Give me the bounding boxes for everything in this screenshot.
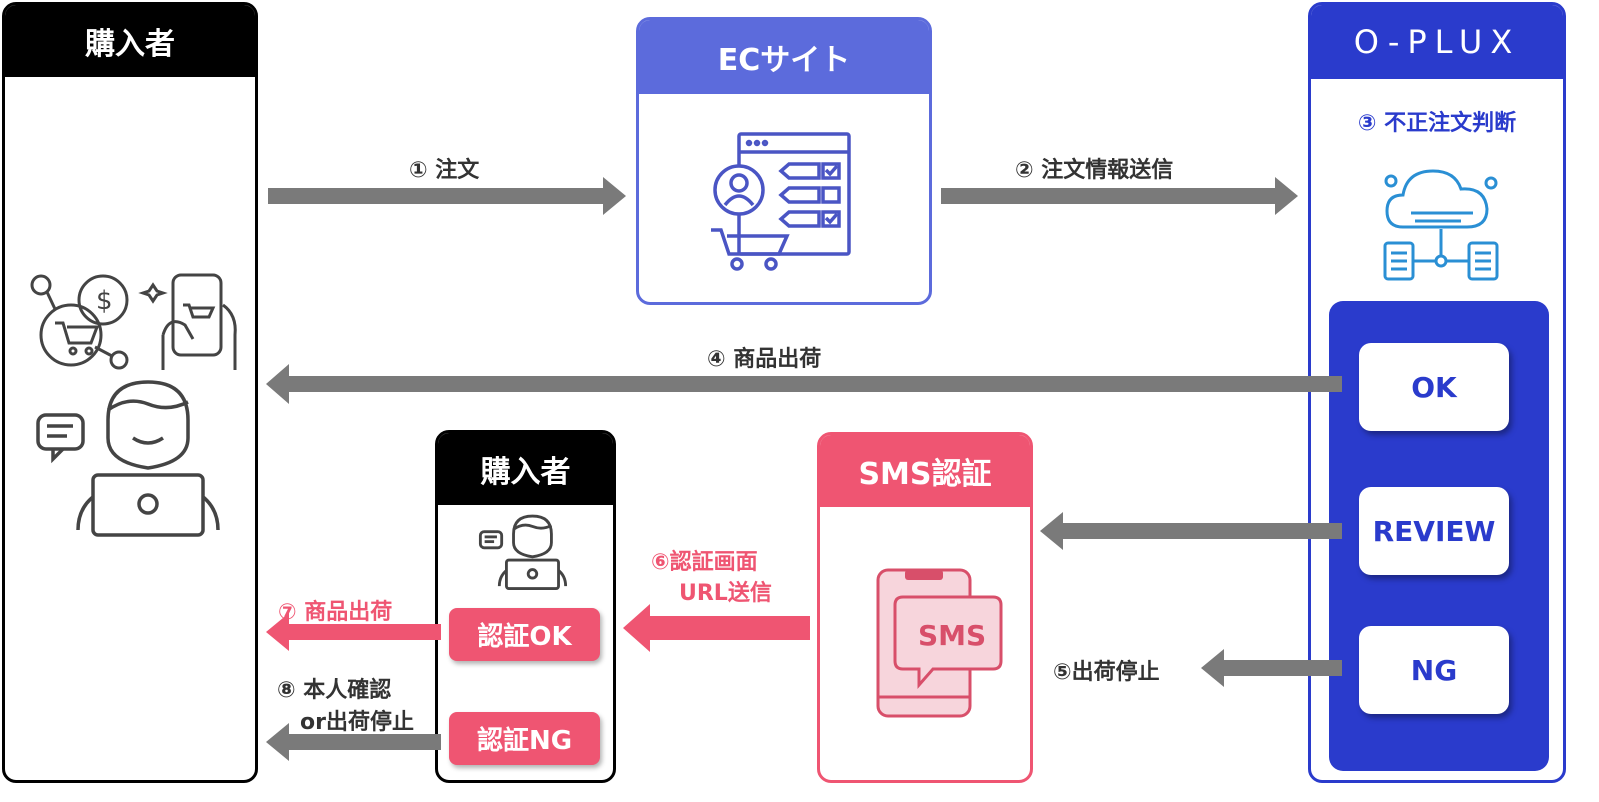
- oplux-judgment: ③ 不正注文判断: [1357, 111, 1517, 136]
- arrow-ship: [266, 364, 1342, 404]
- arrow-review-to-sms: [1040, 512, 1342, 550]
- buyer2-title: 購入者: [480, 455, 571, 490]
- ec-site-header: ECサイト: [639, 20, 929, 94]
- sms-phone-icon: [876, 568, 1003, 718]
- label-verify-2: or出荷停止: [300, 710, 414, 735]
- ec-site-panel: ECサイト: [636, 17, 932, 305]
- sms-panel: SMS認証 SMS: [817, 432, 1033, 783]
- arrow-verify: [266, 723, 441, 761]
- buyer-header: 購入者: [5, 5, 255, 77]
- buyer-panel: 購入者 $: [2, 2, 258, 783]
- label-auth-screen-2: URL送信: [679, 581, 772, 606]
- result-ok: OK: [1359, 343, 1509, 431]
- sms-header: SMS認証: [820, 435, 1030, 507]
- arrow-order: [268, 177, 626, 215]
- sms-title: SMS認証: [858, 457, 992, 492]
- label-ship-after-auth: ⑦ 商品出荷: [278, 600, 393, 625]
- sms-icon-text: SMS: [918, 619, 987, 652]
- result-review: REVIEW: [1359, 487, 1509, 575]
- label-verify-1: ⑧ 本人確認: [277, 678, 392, 703]
- online-shop-icon: [711, 132, 851, 271]
- label-order: ① 注文: [409, 158, 480, 183]
- arrow-ship-after-auth: [266, 613, 441, 651]
- person-laptop-small-icon: [478, 514, 568, 590]
- cloud-server-icon: [1383, 169, 1499, 281]
- label-stop: ⑤出荷停止: [1053, 660, 1160, 685]
- buyer-title: 購入者: [85, 27, 175, 62]
- auth-ng-badge: 認証NG: [449, 712, 600, 765]
- label-auth-screen-1: ⑥認証画面: [651, 550, 758, 575]
- person-laptop-icon: [36, 380, 220, 537]
- result-ng: NG: [1359, 626, 1509, 714]
- ec-site-title: ECサイト: [717, 43, 851, 78]
- label-order-info: ② 注文情報送信: [1015, 158, 1174, 183]
- svg-text:$: $: [96, 286, 113, 316]
- oplux-logo: O-PLUX: [1353, 23, 1521, 61]
- oplux-header: O-PLUX: [1311, 5, 1563, 79]
- arrow-order-info: [941, 177, 1298, 215]
- label-ship: ④ 商品出荷: [707, 347, 822, 372]
- shopping-illustration-icon: $: [30, 273, 237, 370]
- arrow-auth-url: [623, 604, 810, 652]
- auth-ok-badge: 認証OK: [449, 608, 600, 661]
- buyer2-header: 購入者: [438, 433, 613, 505]
- arrow-stop: [1201, 649, 1342, 687]
